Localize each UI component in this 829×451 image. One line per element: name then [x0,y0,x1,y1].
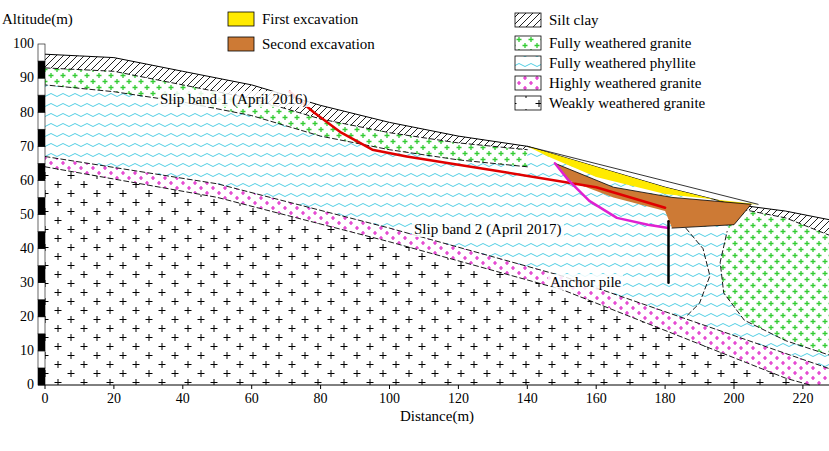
altitude-ruler [38,112,45,129]
x-tick [45,385,46,389]
tick-label: 30 [20,275,34,290]
legend-label: Fully weathered phyllite [549,55,696,72]
silt-clay-layer [734,204,829,238]
tick-label: 90 [20,70,34,85]
altitude-ruler [38,180,45,197]
x-tick [458,385,459,389]
x-tick [182,385,183,389]
axis-title: Distance(m) [400,408,474,425]
tick-label: 40 [176,391,190,406]
annotation: Slip band 1 (April 2016) [158,91,310,108]
excavation-outline [555,163,751,228]
tick-label: 40 [20,241,34,256]
altitude-ruler [38,317,45,334]
legend-swatch [228,12,254,26]
tick-label: 60 [20,173,34,188]
legend-swatch [515,36,541,50]
phyllite-layer [45,54,829,385]
excavation-outline [527,146,758,204]
legend-label: Silt clay [549,12,599,29]
ground-surface [45,54,829,221]
tick-label: 50 [20,207,34,222]
layer-boundary [45,85,527,167]
x-axis [38,385,829,386]
altitude-ruler [38,351,45,368]
anchor-pile [667,221,670,282]
altitude-ruler [38,197,45,214]
tick-label: 10 [20,343,34,358]
second-excavation [555,163,751,228]
legend-label: Fully weathered granite [549,35,691,52]
legend-label: Second excavation [262,36,375,53]
legend-label: First excavation [262,11,358,28]
altitude-ruler [38,44,45,61]
tick-label: 120 [448,391,469,406]
legend-label: Highly weathered granite [549,75,701,92]
tick-label: 20 [107,391,121,406]
tick-label: 70 [20,139,34,154]
altitude-ruler [38,266,45,283]
legend-swatch [515,56,541,70]
tick-label: 80 [20,105,34,120]
x-tick [113,385,114,389]
altitude-ruler [38,61,45,78]
layer-boundary [720,208,829,358]
x-tick [802,385,803,389]
layer-boundary [686,228,710,317]
altitude-ruler [38,249,45,266]
fully-weathered-granite-layer [720,208,829,358]
x-tick [320,385,321,389]
legend-swatch [515,13,541,27]
altitude-ruler [38,334,45,351]
altitude-ruler [38,215,45,232]
tick-label: 20 [20,309,34,324]
highly-weathered-granite-layer [45,157,829,386]
altitude-ruler [38,300,45,317]
tick-label: 100 [379,391,400,406]
tick-label: 160 [586,391,607,406]
legend-swatch [515,76,541,90]
annotation: Slip band 2 (April 2017) [412,221,564,238]
altitude-ruler [38,368,45,385]
x-tick [527,385,528,389]
altitude-ruler [38,95,45,112]
slip-band-2 [555,163,669,228]
altitude-ruler [38,146,45,163]
tick-label: 200 [724,391,745,406]
legend-swatch [515,96,541,110]
altitude-ruler [38,129,45,146]
tick-label: 0 [42,391,49,406]
x-tick [734,385,735,389]
altitude-ruler [38,232,45,249]
tick-label: 60 [245,391,259,406]
tick-label: 180 [655,391,676,406]
x-tick [596,385,597,389]
tick-label: 220 [792,391,813,406]
tick-label: 80 [314,391,328,406]
layer-boundary [45,68,527,150]
x-tick [389,385,390,389]
altitude-ruler [38,283,45,300]
x-tick [251,385,252,389]
legend-label: Weakly weathered granite [549,95,705,112]
layer-boundary [45,157,829,372]
tick-label: 100 [13,36,34,51]
axis-title: Altitude(m) [2,11,73,28]
fully-weathered-granite-layer [45,68,527,167]
legend-swatch [228,37,254,51]
tick-label: 140 [517,391,538,406]
altitude-ruler [38,163,45,180]
annotation: Anchor pile [548,274,623,291]
x-tick [665,385,666,389]
altitude-ruler [38,78,45,95]
tick-label: 0 [27,377,34,392]
